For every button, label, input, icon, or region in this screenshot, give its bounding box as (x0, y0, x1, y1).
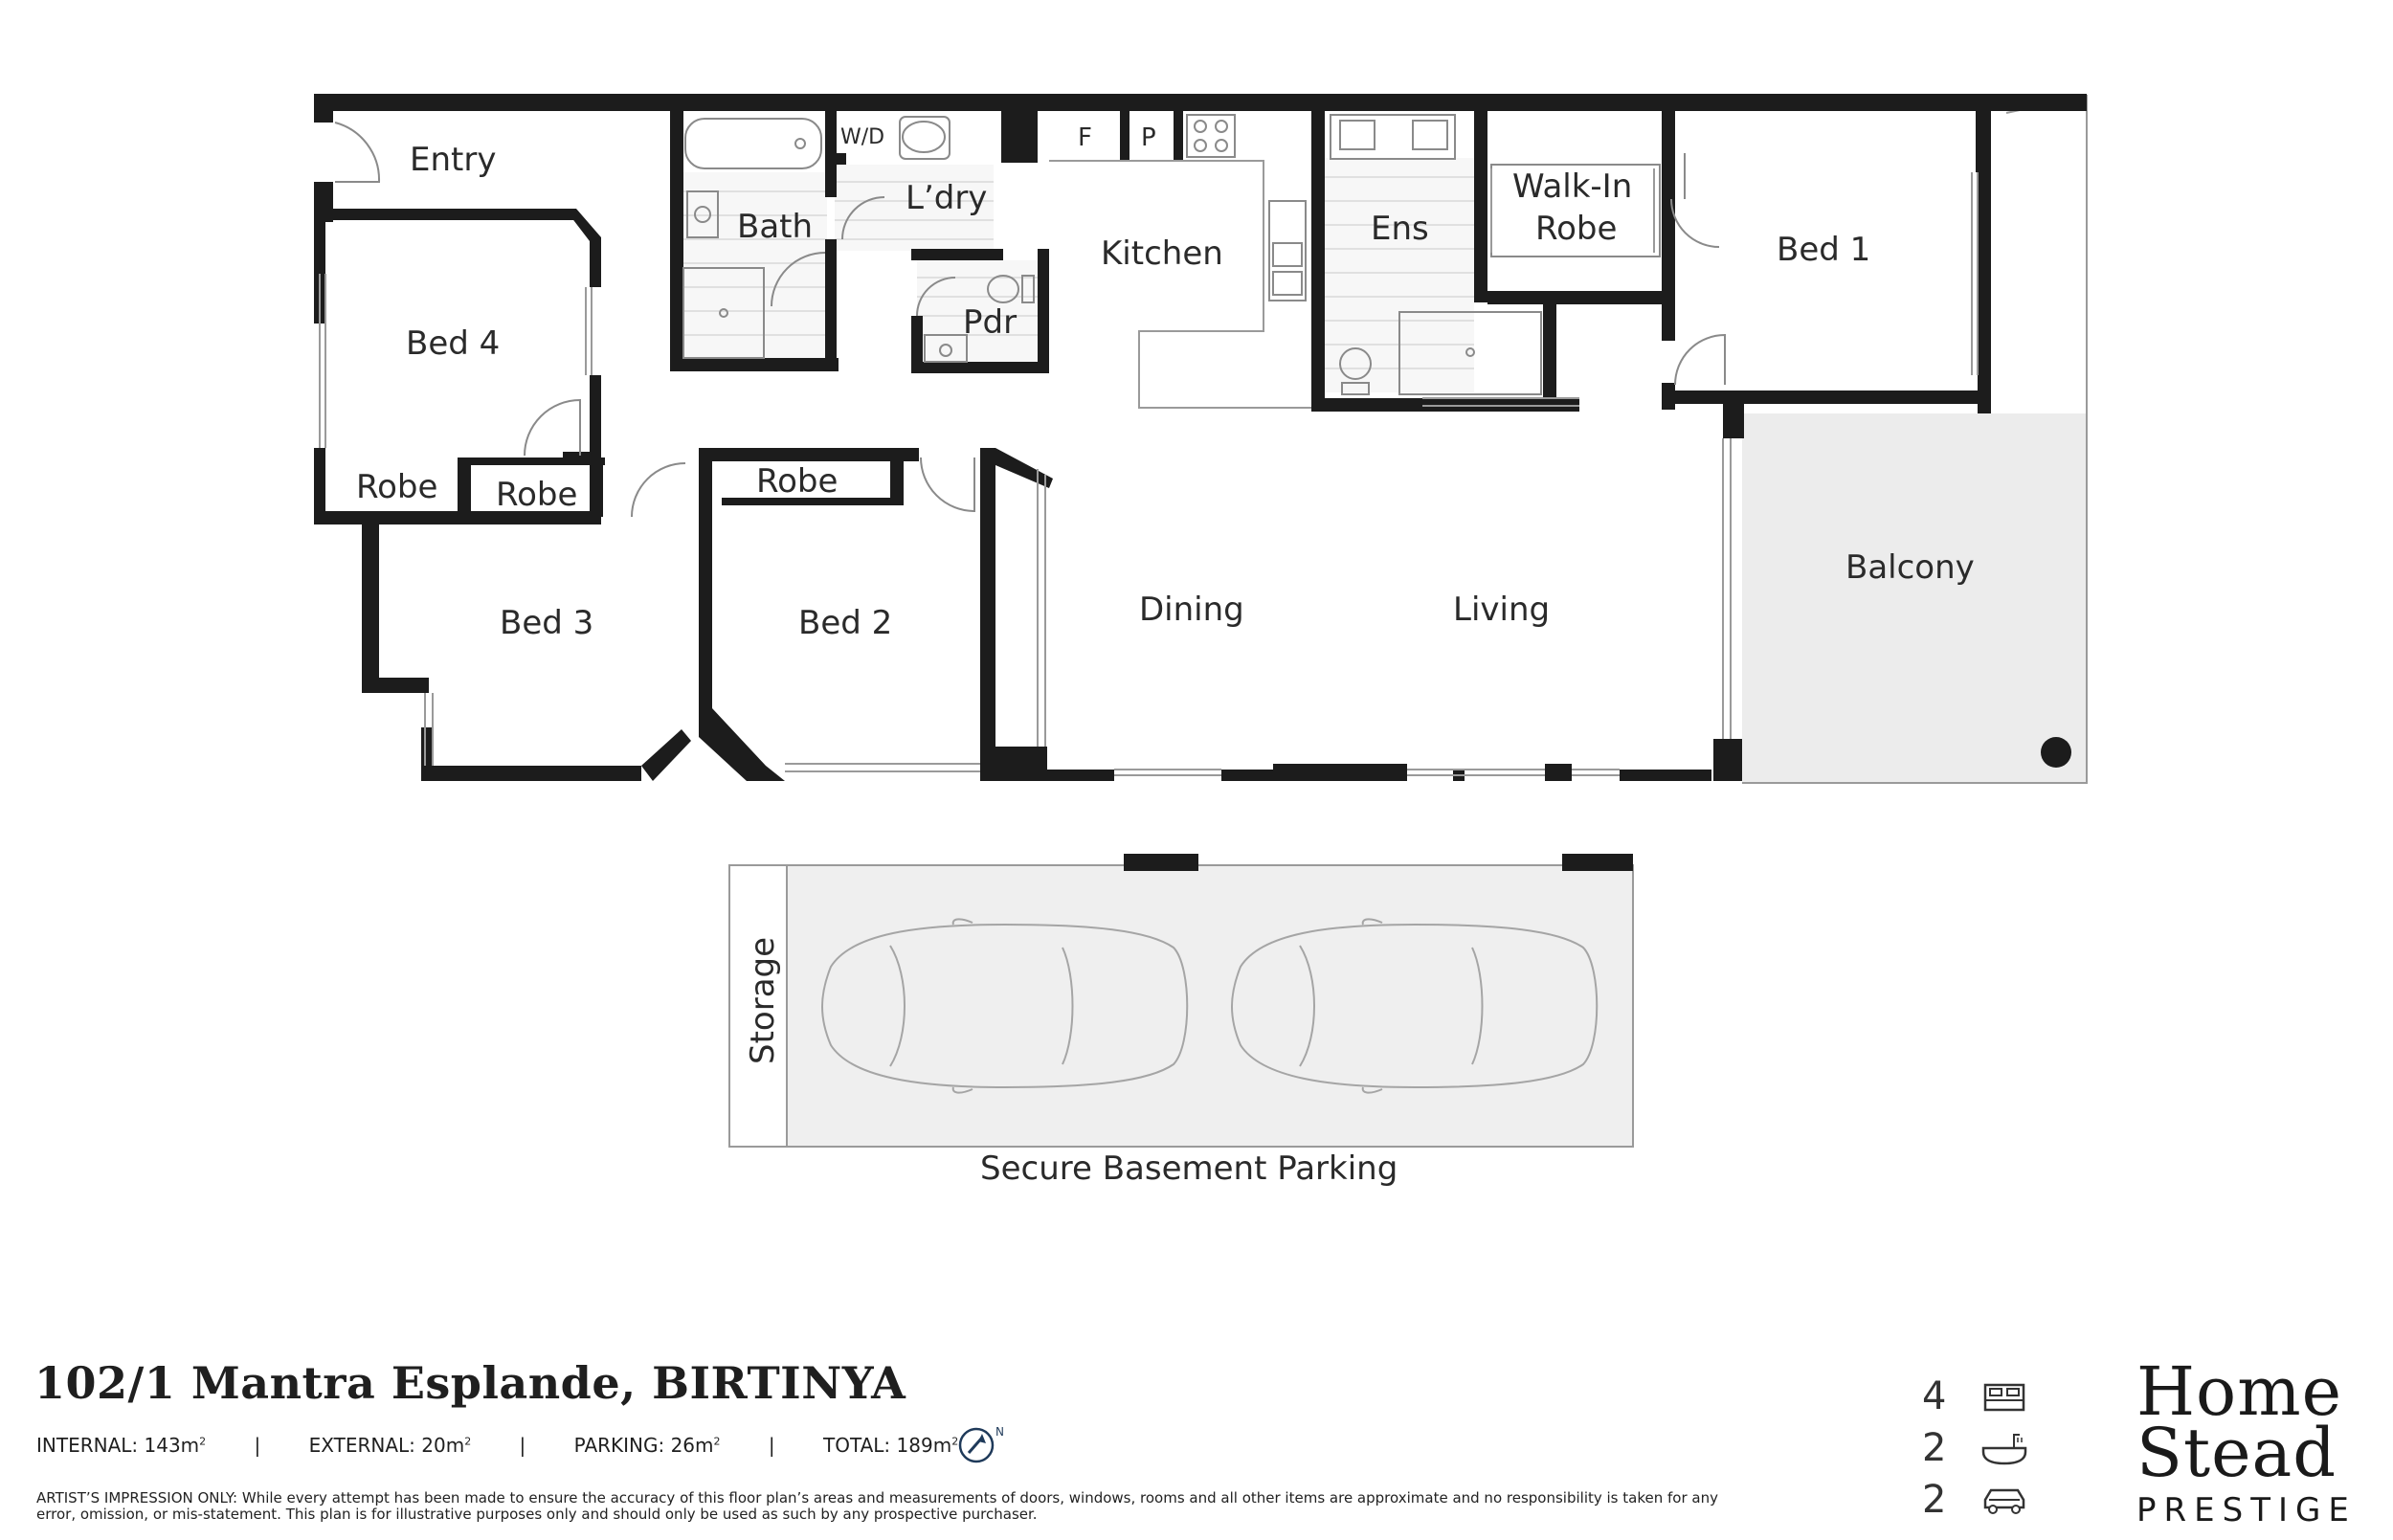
area-summary: INTERNAL: 143m2 | EXTERNAL: 20m2 | PARKI… (36, 1434, 958, 1457)
separator: | (519, 1434, 526, 1457)
windows (319, 172, 1979, 776)
car-right (1231, 918, 1599, 1094)
walls (314, 94, 2087, 781)
label-robe-c: Robe (756, 462, 838, 501)
property-address: 102/1 Mantra Esplande, BIRTINYA (34, 1357, 906, 1409)
label-storage: Storage (744, 937, 782, 1064)
logo-line-home: Home (2136, 1352, 2342, 1431)
property-counts: 4 2 2 (1922, 1371, 2029, 1526)
label-bed1: Bed 1 (1777, 231, 1870, 269)
label-entry: Entry (410, 141, 496, 179)
label-kitchen: Kitchen (1101, 234, 1223, 273)
label-robe-a: Robe (356, 468, 437, 506)
car-icon (1983, 1488, 2025, 1514)
label-ensuite: Ens (1371, 210, 1429, 248)
disclaimer-text: ARTIST’S IMPRESSION ONLY: While every at… (36, 1489, 1718, 1523)
label-bath: Bath (737, 208, 813, 246)
svg-text:N: N (995, 1425, 1004, 1439)
label-parking: Secure Basement Parking (980, 1149, 1398, 1188)
bathroom-count-row: 2 (1922, 1422, 2029, 1474)
balcony-area (1742, 413, 2087, 783)
internal-area: INTERNAL: 143m2 (36, 1434, 207, 1457)
label-bed4: Bed 4 (406, 324, 500, 363)
label-bed2: Bed 2 (798, 604, 892, 642)
laundry-tiles (835, 165, 994, 251)
room-labels: Entry Bath W/D L’dry F P Kitchen Ens Wal… (356, 123, 1975, 1188)
label-living: Living (1453, 591, 1550, 629)
car-count: 2 (1922, 1478, 1947, 1522)
door-swings (334, 122, 1726, 518)
label-walk-in-2: Robe (1535, 210, 1617, 248)
homestead-prestige-logo: Home Stead PRESTIGE (2136, 1352, 2366, 1529)
label-bed3: Bed 3 (500, 604, 593, 642)
total-area: TOTAL: 189m2 (822, 1434, 959, 1457)
bathtub-icon (1981, 1434, 2027, 1465)
bedroom-count-row: 4 (1922, 1371, 2029, 1422)
external-area: EXTERNAL: 20m2 (308, 1434, 472, 1457)
label-dining: Dining (1139, 591, 1244, 629)
north-arrow-icon: N (958, 1425, 1004, 1463)
label-walk-in-1: Walk-In (1512, 167, 1632, 206)
label-fridge: F (1078, 123, 1092, 152)
downpipe (2041, 737, 2071, 768)
label-wd: W/D (840, 125, 884, 149)
logo-line-prestige: PRESTIGE (2136, 1491, 2357, 1529)
label-balcony: Balcony (1845, 548, 1975, 587)
separator: | (768, 1434, 775, 1457)
parking-area: PARKING: 26m2 (573, 1434, 721, 1457)
label-powder: Pdr (963, 303, 1017, 342)
label-robe-b: Robe (496, 476, 577, 514)
car-left (821, 918, 1189, 1094)
label-laundry: L’dry (906, 179, 987, 217)
bed-icon (1983, 1383, 2025, 1412)
logo-line-stead: Stead (2136, 1414, 2337, 1492)
separator: | (254, 1434, 261, 1457)
basement-parking (728, 854, 1634, 1148)
ensuite-tiles (1321, 158, 1474, 392)
label-pantry: P (1141, 123, 1156, 152)
bedroom-count: 4 (1922, 1374, 1947, 1418)
fixtures (682, 114, 1661, 409)
car-count-row: 2 (1922, 1474, 2029, 1526)
bathroom-count: 2 (1922, 1426, 1947, 1470)
